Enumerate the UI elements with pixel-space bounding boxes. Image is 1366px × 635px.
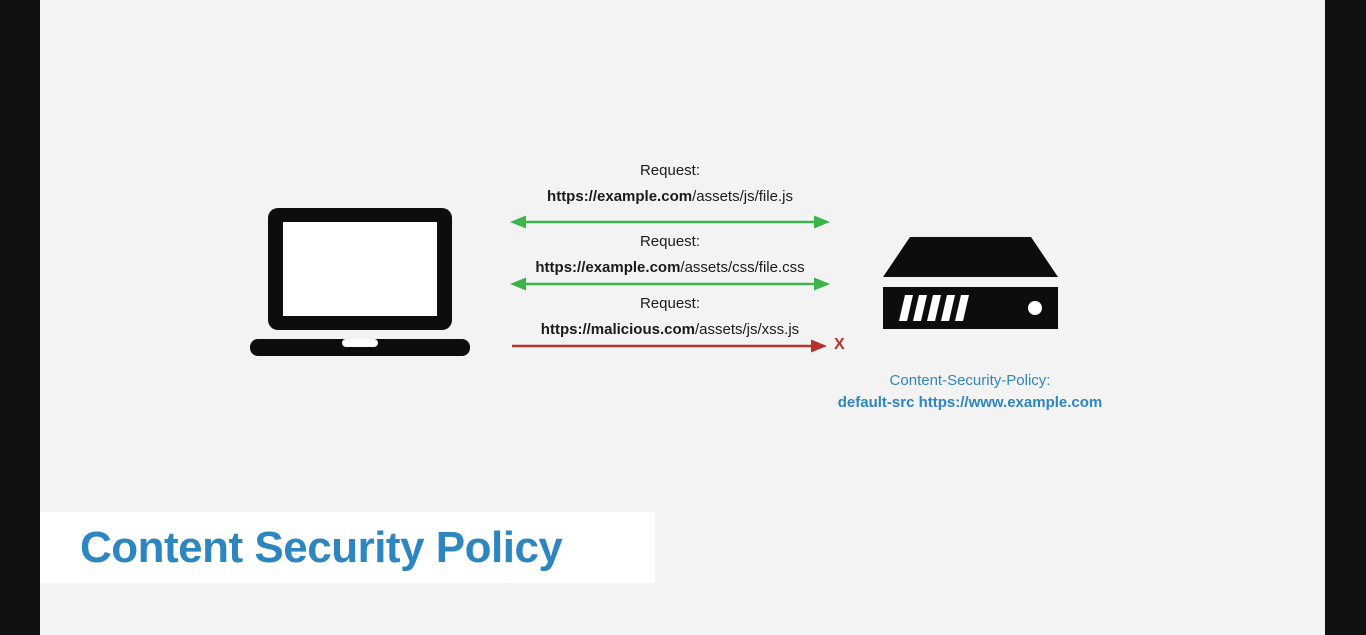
allowed-arrow-js — [510, 215, 830, 229]
request-url-path: /assets/js/file.js — [692, 188, 793, 205]
request-allowed-js: Request: https://example.com/assets/js/f… — [470, 160, 870, 208]
request-url-origin: https://malicious.com — [540, 321, 695, 338]
request-url: https://example.com/assets/js/file.js — [547, 188, 793, 205]
server-led-dot — [1028, 301, 1042, 315]
request-url-path: /assets/css/file.css — [680, 259, 805, 276]
title-banner: Content Security Policy — [40, 512, 655, 583]
blocked-x-marker: X — [834, 336, 845, 353]
request-label: Request: — [639, 233, 701, 250]
csp-header-name: Content-Security-Policy: — [889, 372, 1051, 389]
request-allowed-css: Request: https://example.com/assets/css/… — [470, 231, 870, 279]
server-slashes-decoration — [899, 295, 1042, 321]
request-label: Request: — [639, 162, 701, 179]
request-label: Request: — [639, 295, 701, 312]
allowed-arrow-css — [510, 277, 830, 291]
csp-policy-label: Content-Security-Policy: default-src htt… — [770, 370, 1170, 414]
request-url: https://malicious.com/assets/js/xss.js — [541, 321, 799, 338]
laptop-icon — [250, 208, 470, 356]
server-icon — [883, 237, 1058, 329]
letterbox-left — [0, 0, 40, 635]
request-url: https://example.com/assets/css/file.css — [535, 259, 804, 276]
blocked-arrow — [512, 339, 827, 353]
request-url-path: /assets/js/xss.js — [695, 321, 800, 338]
request-url-origin: https://example.com — [535, 259, 681, 276]
request-blocked-xss: Request: https://malicious.com/assets/js… — [470, 293, 870, 341]
letterbox-right — [1325, 0, 1366, 635]
page-title: Content Security Policy — [80, 522, 563, 572]
csp-directive: default-src https://www.example.com — [837, 394, 1103, 411]
request-url-origin: https://example.com — [547, 188, 693, 205]
